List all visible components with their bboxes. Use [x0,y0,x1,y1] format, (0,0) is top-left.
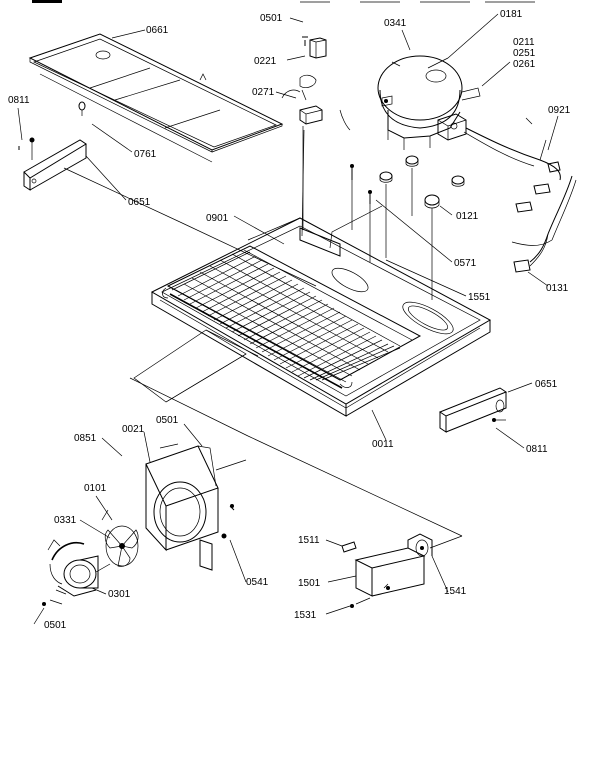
label-0271: 0271 [252,87,275,98]
base-pan [150,217,492,417]
condenser-coil [162,245,422,389]
right-bracket [438,387,508,433]
label-0121: 0121 [456,211,479,222]
left-bracket [18,137,87,191]
label-0661: 0661 [146,25,169,36]
label-0331: 0331 [54,515,77,526]
label-0651-right: 0651 [535,379,558,390]
label-0021: 0021 [122,424,145,435]
fan-shroud [145,443,235,571]
label-0211: 0211 [513,37,535,48]
label-0251: 0251 [513,48,536,59]
label-0341: 0341 [384,18,407,29]
gasket-outline [133,329,247,403]
label-0901: 0901 [206,213,229,224]
label-0501-bottom: 0501 [44,620,67,631]
label-0811-right: 0811 [526,444,548,455]
part-labels: 0501 0341 0181 0661 0221 0211 0251 0261 … [8,9,571,631]
label-0921: 0921 [548,105,571,116]
screw-0761 [78,101,86,116]
label-1531: 1531 [294,610,317,621]
wiring-harness [463,117,577,273]
compressor [377,55,481,150]
top-edge-fragments [32,0,535,3]
leader-lines [17,13,559,625]
control-box [341,533,433,608]
label-1551: 1551 [468,292,491,303]
screws-0571 [350,164,372,262]
label-0541: 0541 [246,577,269,588]
connecting-tubes [301,129,383,249]
label-1501: 1501 [298,578,321,589]
label-0221: 0221 [254,56,277,67]
guide-lines [63,167,463,549]
label-0501-top: 0501 [260,13,283,24]
label-0651-left: 0651 [128,197,151,208]
label-0101: 0101 [84,483,107,494]
fan-motor [42,539,111,606]
label-0851: 0851 [74,433,97,444]
label-0571: 0571 [454,258,477,269]
label-0011: 0011 [372,439,394,450]
grommets [379,155,465,300]
label-0301: 0301 [108,589,131,600]
label-1511: 1511 [298,535,320,546]
relay-assembly [281,36,351,230]
label-0501-mid: 0501 [156,415,179,426]
label-1541: 1541 [444,586,467,597]
cover-panel [28,33,284,163]
label-0131: 0131 [546,283,569,294]
label-0261: 0261 [513,59,536,70]
label-0811-left: 0811 [8,95,30,106]
label-0181: 0181 [500,9,523,20]
label-0761: 0761 [134,149,157,160]
fan-blade [101,509,139,567]
